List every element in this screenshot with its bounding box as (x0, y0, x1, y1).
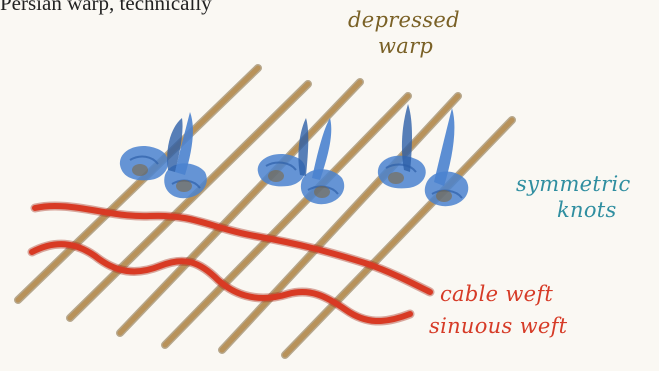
label-warp: warp (378, 34, 433, 58)
label-depressed: depressed (348, 8, 460, 32)
label-cable-weft: cable weft (440, 282, 553, 306)
label-symmetric: symmetric (516, 172, 631, 196)
knot-3 (378, 104, 468, 206)
label-knots: knots (557, 198, 617, 222)
knot-2 (258, 118, 344, 204)
warp-thread-1 (18, 68, 258, 300)
label-sinuous-weft: sinuous weft (429, 314, 567, 338)
